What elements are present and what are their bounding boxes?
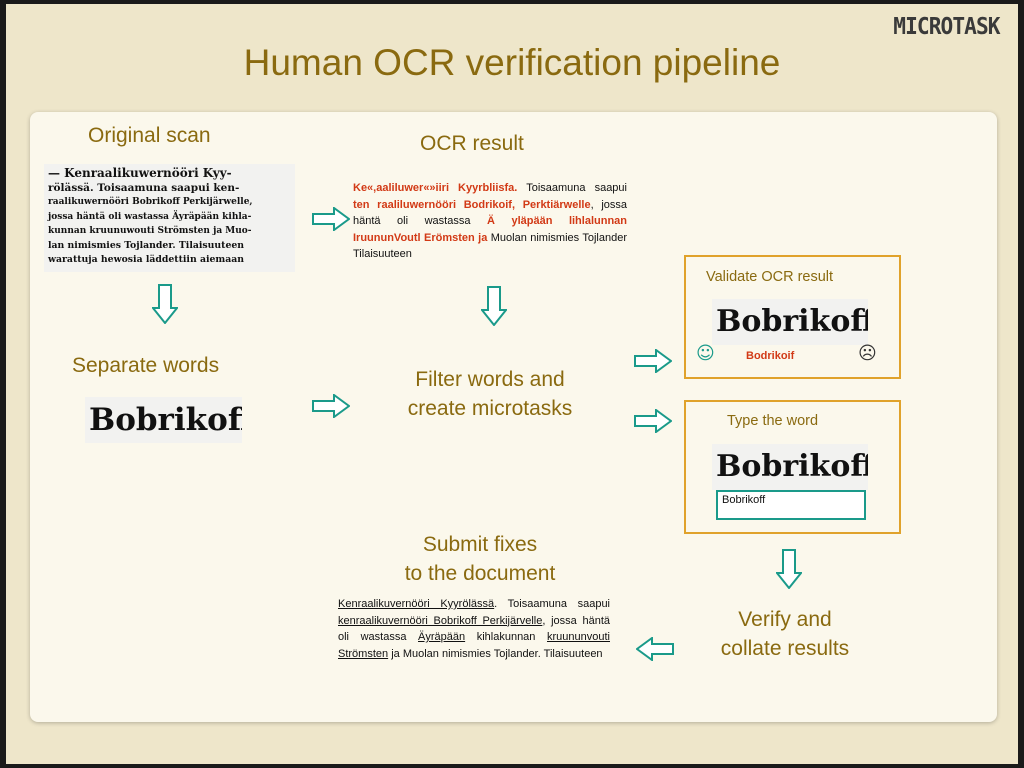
separated-word-text: Bobrikoff (89, 402, 242, 438)
arrow-down-icon (152, 284, 178, 324)
scan-line: raalikuwernööri Bobrikoff Perkijärwelle, (48, 197, 253, 207)
fixed-text: kihlakunnan (465, 631, 547, 643)
fixed-word: Äyräpään (418, 631, 466, 643)
scan-line: jossa häntä oli wastassa Äyräpään kihla- (48, 211, 252, 222)
scan-line: lan nimismies Tojlander. Tilaisuuteen (48, 239, 245, 251)
ocr-result-text: Ke«,aaliluwer«»iiri Kyyrbliisfa. Toisaam… (353, 180, 627, 263)
filter-words-line2: create microtasks (407, 397, 573, 420)
validate-ocr-label: Validate OCR result (706, 269, 834, 285)
original-scan-image: — Kenraalikuwernööri Kyy- rölässä. Toisa… (44, 164, 295, 272)
arrow-right-icon (634, 409, 672, 433)
word-input-value: Bobrikoff (722, 494, 766, 506)
fixed-text: ja Muolan nimismies Tojlander. Tilaisuut… (388, 647, 603, 660)
submit-fixes-line2: to the document (404, 562, 556, 585)
original-scan-label: Original scan (88, 124, 211, 147)
ocr-word-candidate: Bodrikoif (746, 350, 795, 362)
ocr-text: , jossa häntä oli wastassa (353, 198, 628, 228)
arrow-right-icon (312, 207, 350, 231)
filter-words-label: Filter words and create microtasks (380, 365, 600, 423)
ocr-error-text: ten raaliluwernööri Bodrikoif, Perktiärw… (353, 198, 591, 211)
validate-word-text: Bobrikoff (716, 304, 868, 339)
verify-collate-line2: collate results (720, 637, 850, 660)
separated-word-image: Bobrikoff (85, 397, 242, 443)
page-title: Human OCR verification pipeline (243, 42, 781, 83)
microtask-logo: MICROTASK (893, 14, 1001, 40)
validate-ocr-box: Validate OCR result Bobrikoff ☺ Bodrikoi… (684, 255, 901, 379)
sad-icon[interactable]: ☹ (858, 343, 877, 364)
scan-line: — Kenraalikuwernööri Kyy- (48, 166, 232, 180)
verify-collate-label: Verify and collate results (690, 605, 880, 663)
filter-words-line1: Filter words and (415, 368, 565, 391)
happy-icon[interactable]: ☺ (696, 343, 715, 364)
slide: MICROTASK Human OCR verification pipelin… (6, 4, 1018, 764)
scan-line: kunnan kruunuwouti Strömsten ja Muo- (48, 226, 252, 236)
arrow-right-icon (634, 349, 672, 373)
fixed-text: . Toisaamuna saapui (494, 598, 610, 610)
verify-collate-line1: Verify and (738, 608, 832, 631)
pipeline-panel: Original scan — Kenraalikuwernööri Kyy- … (30, 112, 997, 722)
ocr-error-text: Ke«,aaliluwer«»iiri Kyyrbliisfa. (353, 182, 518, 194)
type-word-image-text: Bobrikoff (716, 449, 868, 484)
ocr-text: Toisaamuna saapui (517, 182, 627, 194)
type-word-box: Type the word Bobrikoff Bobrikoff (684, 400, 901, 534)
ocr-text: Muolan nimismies Tojlander Tilaisuuteen (353, 231, 627, 261)
arrow-down-icon (481, 286, 507, 326)
word-input-field[interactable]: Bobrikoff (716, 490, 866, 520)
submit-fixes-line1: Submit fixes (422, 533, 538, 556)
type-word-label: Type the word (727, 413, 819, 429)
fixed-text: , jossa häntä oli wastassa (338, 614, 610, 644)
validate-word-image: Bobrikoff (712, 299, 868, 345)
fixed-word: kruununvouti Strömsten (338, 631, 610, 660)
fixed-word: kenraalikuvernööri Bobrikoff Perkijärvel… (338, 614, 543, 627)
type-word-image: Bobrikoff (712, 444, 868, 490)
fixed-word: Kenraalikuvernööri Kyyrölässä (338, 598, 495, 610)
arrow-right-icon (312, 394, 350, 418)
scan-line: rölässä. Toisaamuna saapui ken- (48, 181, 240, 194)
submit-fixes-label: Submit fixes to the document (370, 530, 590, 588)
arrow-left-icon (636, 637, 674, 661)
ocr-error-text: Ä yläpään lihlalunnan IruununVoutl Eröms… (353, 215, 628, 244)
arrow-down-icon (776, 549, 802, 589)
fixed-document-text: Kenraalikuvernööri Kyyrölässä. Toisaamun… (338, 596, 610, 662)
ocr-result-label: OCR result (420, 132, 524, 155)
separate-words-label: Separate words (72, 354, 220, 377)
scan-line: warattuja hewosia läddettiin aiemaan (48, 254, 245, 265)
